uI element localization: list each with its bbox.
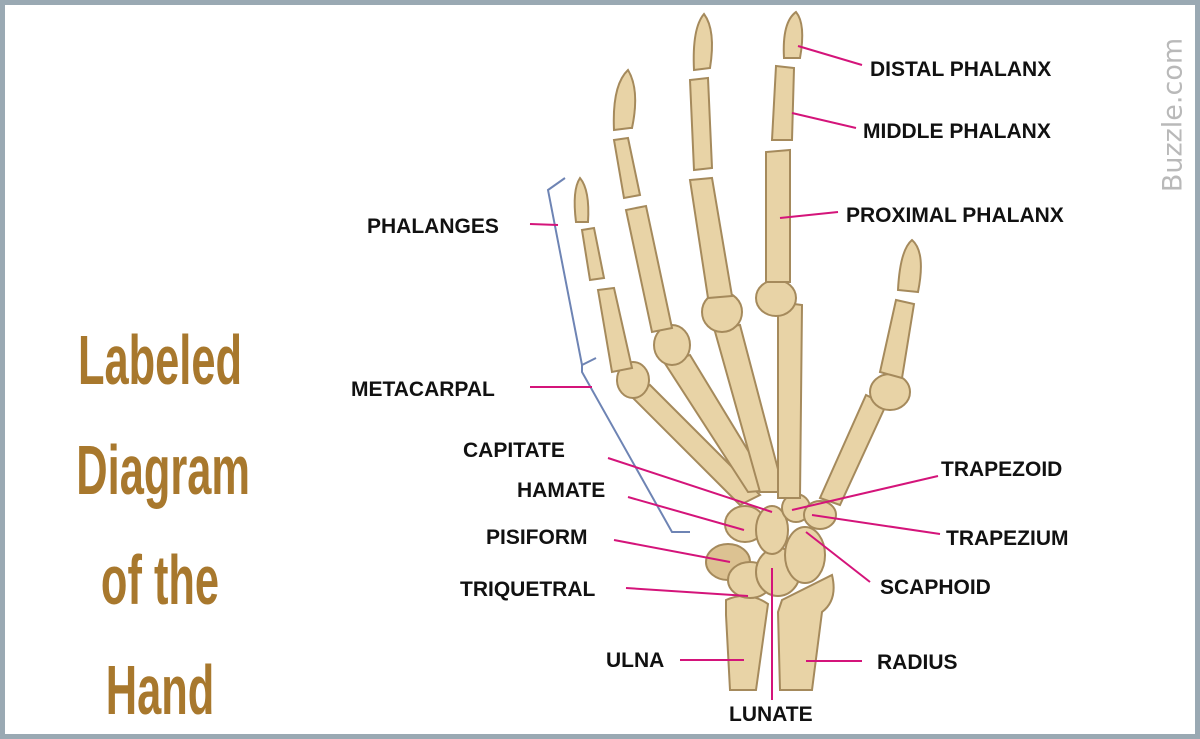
- label-distal-phalanx: DISTAL PHALANX: [870, 58, 1051, 81]
- leader-middle-phalanx: [791, 112, 857, 129]
- leader-proximal-phalanx: [779, 211, 839, 219]
- leader-scaphoid: [805, 531, 871, 583]
- little-finger-bones: [573, 176, 762, 507]
- title-line: of the: [100, 541, 220, 619]
- label-middle-phalanx: MIDDLE PHALANX: [863, 120, 1051, 143]
- index-finger-bones: [755, 10, 804, 499]
- leader-lines: [529, 45, 941, 700]
- label-ulna: ULNA: [606, 649, 664, 672]
- leader-pisiform: [613, 539, 731, 563]
- leader-triquetral: [625, 587, 749, 597]
- label-lunate: LUNATE: [729, 703, 813, 726]
- hand-skeleton-illustration: [573, 10, 922, 691]
- radius-bone: [776, 573, 835, 691]
- title-line: Hand: [105, 651, 215, 729]
- ring-finger-bones: [612, 68, 774, 494]
- leader-phalanges: [529, 223, 559, 226]
- label-radius: RADIUS: [877, 651, 958, 674]
- bone-labels: DISTAL PHALANX MIDDLE PHALANX PROXIMAL P…: [351, 58, 1069, 726]
- leader-trapezoid: [791, 475, 939, 511]
- label-pisiform: PISIFORM: [486, 526, 588, 549]
- middle-finger-bones: [688, 12, 786, 493]
- finger-bracket: [546, 177, 690, 533]
- thumb-bones: [818, 238, 922, 507]
- label-hamate: HAMATE: [517, 479, 605, 502]
- label-scaphoid: SCAPHOID: [880, 576, 991, 599]
- label-metacarpal: METACARPAL: [351, 378, 495, 401]
- leader-hamate: [627, 496, 745, 531]
- leader-trapezium: [811, 514, 941, 535]
- diagram-title: Labeled Diagram of the Hand: [76, 305, 250, 734]
- capitate-bone: [755, 505, 789, 555]
- leader-distal-phalanx: [797, 45, 863, 66]
- ulna-bone: [725, 594, 770, 691]
- label-trapezoid: TRAPEZOID: [941, 458, 1062, 481]
- title-line: Labeled: [77, 321, 243, 399]
- label-proximal-phalanx: PROXIMAL PHALANX: [846, 204, 1064, 227]
- label-capitate: CAPITATE: [463, 439, 565, 462]
- leader-capitate: [607, 457, 773, 513]
- hand-skeleton-diagram: DISTAL PHALANX MIDDLE PHALANX PROXIMAL P…: [351, 10, 1069, 726]
- scaphoid-bone: [784, 526, 826, 584]
- label-triquetral: TRIQUETRAL: [460, 578, 595, 601]
- title-line: Diagram: [76, 431, 250, 509]
- label-trapezium: TRAPEZIUM: [946, 527, 1069, 550]
- trapezium-bone: [803, 500, 837, 530]
- label-phalanges: PHALANGES: [367, 215, 499, 238]
